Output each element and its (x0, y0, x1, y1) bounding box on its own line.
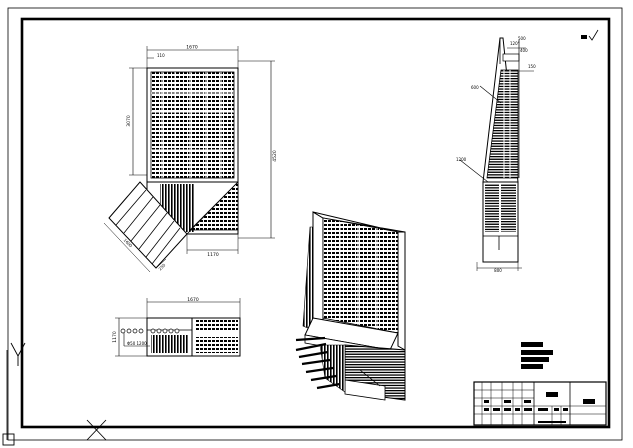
front-view: 1670 110 3070 (103, 45, 278, 273)
dim-right-height: 4520 (272, 150, 278, 162)
inner-border (20, 17, 611, 429)
note-line-4 (521, 364, 543, 369)
side-dim-bottom: 800 (494, 268, 502, 273)
dim-top-width: 1670 (186, 45, 198, 51)
side-dim-top: 500 (518, 36, 526, 41)
plan-view: 1670 1170 Φ50 1200 (112, 297, 241, 357)
dim-left-height: 3070 (126, 115, 132, 127)
drawing-frame (7, 7, 623, 441)
dim-bottom-width: 1170 (207, 252, 219, 258)
roughness-mark-icon (581, 29, 599, 41)
technical-notes: 技术要求 1. 焊接牢固 2. 表面防腐处理 3. 网孔尺寸 (521, 340, 553, 369)
title-block: 格栅除污机 GS-01 比例 1:20 (473, 381, 607, 426)
note-line-2 (521, 350, 553, 355)
note-line-1 (521, 342, 543, 347)
note-text-4: 3. 网孔尺寸 (521, 362, 526, 365)
side-dim-small: 150 (528, 64, 536, 69)
side-view: 500 120° 400 150 600 1200 800 (456, 36, 536, 273)
note-text-1: 技术要求 (521, 340, 525, 343)
isometric-view (295, 211, 406, 401)
note-text-2: 1. 焊接牢固 (521, 348, 526, 351)
plan-dim-height: 1170 (112, 331, 118, 343)
note-text-3: 2. 表面防腐处理 (521, 355, 528, 358)
side-dim-mid: 600 (471, 85, 479, 90)
outer-border (7, 7, 623, 441)
ucs-icon (2, 342, 107, 446)
side-dim-lower: 1200 (456, 157, 467, 162)
dim-diag-length: 1600 (123, 238, 134, 249)
plan-callout: Φ50 1200 (127, 341, 147, 346)
note-line-3 (521, 357, 549, 362)
dim-diag-small: 250 (157, 262, 166, 271)
drawing-number: GS-01 (589, 402, 592, 404)
dim-top-small: 110 (157, 53, 165, 58)
plan-dim-width: 1670 (187, 297, 199, 303)
side-dim-angle: 120° (510, 41, 520, 46)
ratio-value: 1:20 (556, 409, 559, 411)
side-dim-upper: 400 (520, 48, 528, 53)
